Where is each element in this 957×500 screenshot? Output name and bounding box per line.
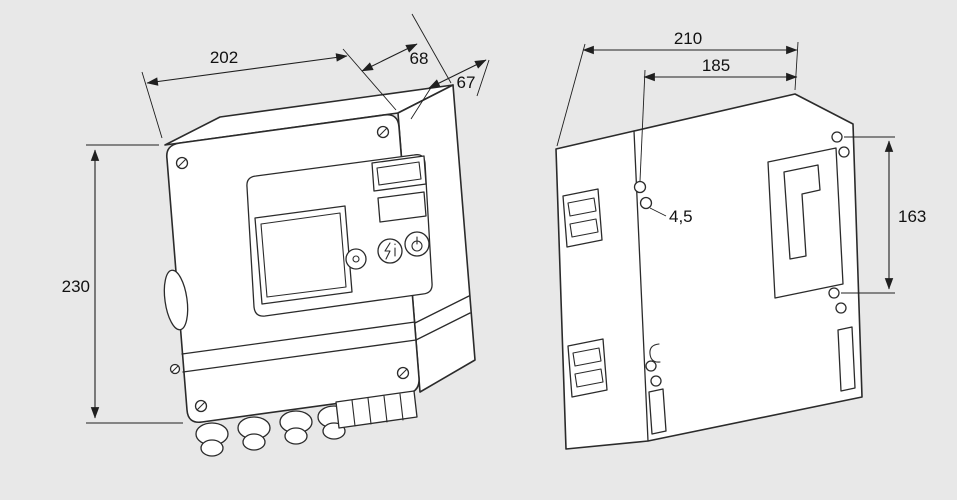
dimension-mounting-width: 185 <box>639 56 798 182</box>
dimension-back-width: 210 <box>556 29 799 147</box>
mounting-hole <box>831 131 843 143</box>
cover-seam <box>182 339 417 373</box>
side-label-window <box>163 269 189 331</box>
extension-line <box>556 43 586 147</box>
cable-gland <box>242 433 266 451</box>
dimension-label-mounting-height: 163 <box>898 207 926 226</box>
extension-line <box>639 69 646 182</box>
leader-line <box>649 207 667 217</box>
cable-slot <box>837 326 856 392</box>
dimension-label-height: 230 <box>62 277 90 296</box>
reset-button <box>345 248 367 270</box>
lcd-window <box>371 155 427 192</box>
mounting-hole <box>828 287 840 299</box>
reset-dot-icon <box>352 255 360 263</box>
dimension-label-hole-diameter: 4,5 <box>669 207 693 226</box>
mounting-hole <box>838 146 850 158</box>
back-view: 210 185 4,5 163 <box>555 29 926 450</box>
side-cover-seam <box>414 295 470 324</box>
screw-slot-icon <box>177 158 187 168</box>
mounting-hook-top <box>562 188 603 248</box>
dimension-line <box>361 43 418 72</box>
screw-slot-icon <box>378 127 388 137</box>
cable-gland <box>284 427 308 445</box>
mounting-hole <box>645 360 657 372</box>
cover-seam <box>181 321 416 355</box>
keyhole-slot <box>767 147 844 299</box>
strain-relief-hook <box>649 343 661 363</box>
side-cover-seam <box>415 312 471 341</box>
label-plate <box>377 191 427 223</box>
terminal-rib <box>351 399 356 427</box>
corner-screws <box>175 125 410 413</box>
cable-gland <box>200 439 224 457</box>
terminal-block-body <box>335 390 418 429</box>
extension-line <box>476 59 490 97</box>
mounting-hole <box>633 180 647 194</box>
dimension-line <box>146 53 348 86</box>
screw-slot-icon <box>171 365 179 373</box>
dimension-top-depth: 68 <box>361 13 452 84</box>
lcd-window-inner <box>376 161 422 186</box>
dimension-side-depth: 67 <box>410 59 490 120</box>
flame-info-icon <box>384 242 396 260</box>
terminal-block <box>335 390 418 429</box>
dimension-label-overall-width: 210 <box>674 29 702 48</box>
extension-line <box>141 71 163 139</box>
terminal-rib <box>383 395 388 423</box>
screw-slot-icon <box>398 368 408 378</box>
screw-slot-icon <box>196 401 206 411</box>
mounting-hole <box>639 196 653 210</box>
power-icon <box>411 236 423 252</box>
terminal-rib <box>399 393 404 421</box>
dimension-label-width: 202 <box>210 48 238 67</box>
dimension-label-depth-side: 67 <box>457 73 476 92</box>
extension-line <box>342 48 397 111</box>
extension-line <box>794 41 799 91</box>
mounting-hole <box>835 302 847 314</box>
display-screen-inner <box>260 212 347 298</box>
mounting-hook-bottom <box>567 338 608 398</box>
front-isometric-view: 202 68 67 230 <box>62 13 490 457</box>
display-screen <box>254 205 353 305</box>
dimension-label-depth-top: 68 <box>410 49 429 68</box>
extension-line <box>410 85 433 120</box>
cable-slot <box>648 388 667 435</box>
dimension-mounting-height: 163 <box>841 136 926 294</box>
dimension-front-height: 230 <box>62 144 183 424</box>
mounting-hole <box>650 375 662 387</box>
dimension-hole-diameter: 4,5 <box>649 207 693 226</box>
dimension-line <box>428 59 487 89</box>
terminal-rib <box>367 397 372 425</box>
dimension-label-mounting-width: 185 <box>702 56 730 75</box>
control-panel <box>246 154 433 317</box>
dimension-front-width: 202 <box>141 48 397 139</box>
